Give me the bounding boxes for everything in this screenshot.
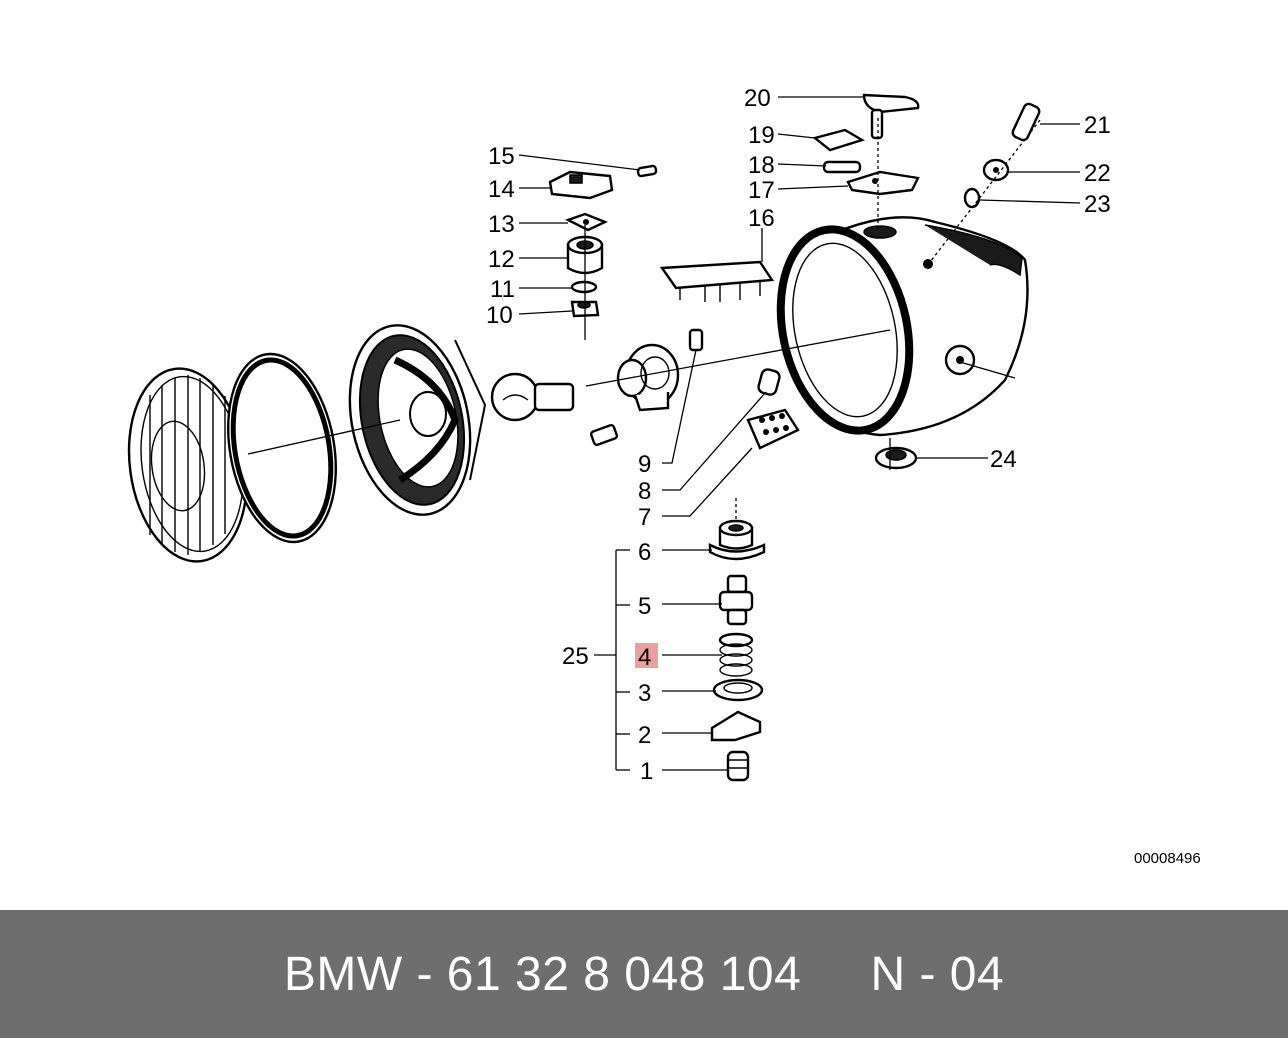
- label-24: 24: [990, 446, 1017, 473]
- label-9: 9: [638, 451, 651, 478]
- label-1: 1: [640, 758, 653, 785]
- label-19: 19: [748, 122, 775, 149]
- part-6-bush: [708, 519, 766, 561]
- part-11-ring: [570, 280, 598, 294]
- part-3-washer: [712, 678, 764, 702]
- part-9-pin: [688, 328, 704, 352]
- drawing-number: 00008496: [1134, 850, 1201, 867]
- part-20-toggle-lever: [862, 93, 920, 140]
- bulb: [490, 372, 575, 422]
- label-4: 4: [638, 644, 651, 671]
- part-22-nut: [982, 158, 1010, 182]
- label-18: 18: [748, 152, 775, 179]
- label-17: 17: [748, 177, 775, 204]
- part-17-switch-plate: [846, 170, 920, 196]
- part-13-washer: [564, 212, 609, 232]
- group-25-bracket: [594, 549, 630, 771]
- part-14-switch-housing: [548, 170, 614, 200]
- label-11: 11: [490, 276, 515, 303]
- reflector: [348, 324, 487, 516]
- part-4-spring: [718, 632, 754, 677]
- footer-bar: BMW - 61 32 8 048 104 N - 04: [0, 910, 1288, 1038]
- seal-ring: [226, 352, 338, 544]
- part-8-cap: [757, 368, 781, 396]
- label-5: 5: [638, 593, 651, 620]
- part-21-bolt: [1011, 102, 1041, 142]
- part-23-cap: [963, 187, 981, 209]
- label-8: 8: [638, 478, 651, 505]
- part-19-contact: [812, 128, 865, 152]
- headlight-lens: [127, 367, 249, 563]
- label-16: 16: [748, 205, 775, 232]
- label-2: 2: [638, 722, 651, 749]
- highlight-marker: [635, 643, 658, 668]
- label-14: 14: [488, 176, 515, 203]
- part-15-screw: [636, 164, 658, 178]
- label-23: 23: [1084, 191, 1111, 218]
- exploded-parts-diagram: 1 2 3 4 5 6 7 8 9 10 11 12 13 14 15 16 1…: [127, 85, 1201, 867]
- label-15: 15: [488, 143, 515, 170]
- part-labels: 1 2 3 4 5 6 7 8 9 10 11 12 13 14 15 16 1…: [486, 85, 1111, 785]
- headlight-housing: [776, 216, 1029, 437]
- part-number-caption: BMW - 61 32 8 048 104 N - 04: [283, 947, 1005, 1001]
- part-24-grommet: [874, 446, 918, 470]
- part-1-screw: [726, 750, 750, 782]
- label-20: 20: [744, 85, 771, 112]
- part-18-spring: [822, 160, 862, 174]
- label-3: 3: [638, 680, 651, 707]
- leader-lines: [518, 96, 1081, 771]
- part-16-contact-plate: [659, 260, 775, 302]
- part-2-bracket: [710, 710, 762, 742]
- part-5-adjusting-screw: [718, 574, 754, 626]
- label-12: 12: [488, 246, 515, 273]
- label-13: 13: [488, 211, 515, 238]
- bulb-socket-small: [589, 423, 619, 447]
- bulb-holder: [616, 343, 680, 412]
- label-22: 22: [1084, 160, 1111, 187]
- label-21: 21: [1084, 112, 1111, 139]
- label-25: 25: [562, 643, 589, 670]
- label-7: 7: [638, 504, 651, 531]
- part-7-terminal-block: [746, 408, 800, 450]
- label-6: 6: [638, 539, 651, 566]
- label-10: 10: [486, 302, 513, 329]
